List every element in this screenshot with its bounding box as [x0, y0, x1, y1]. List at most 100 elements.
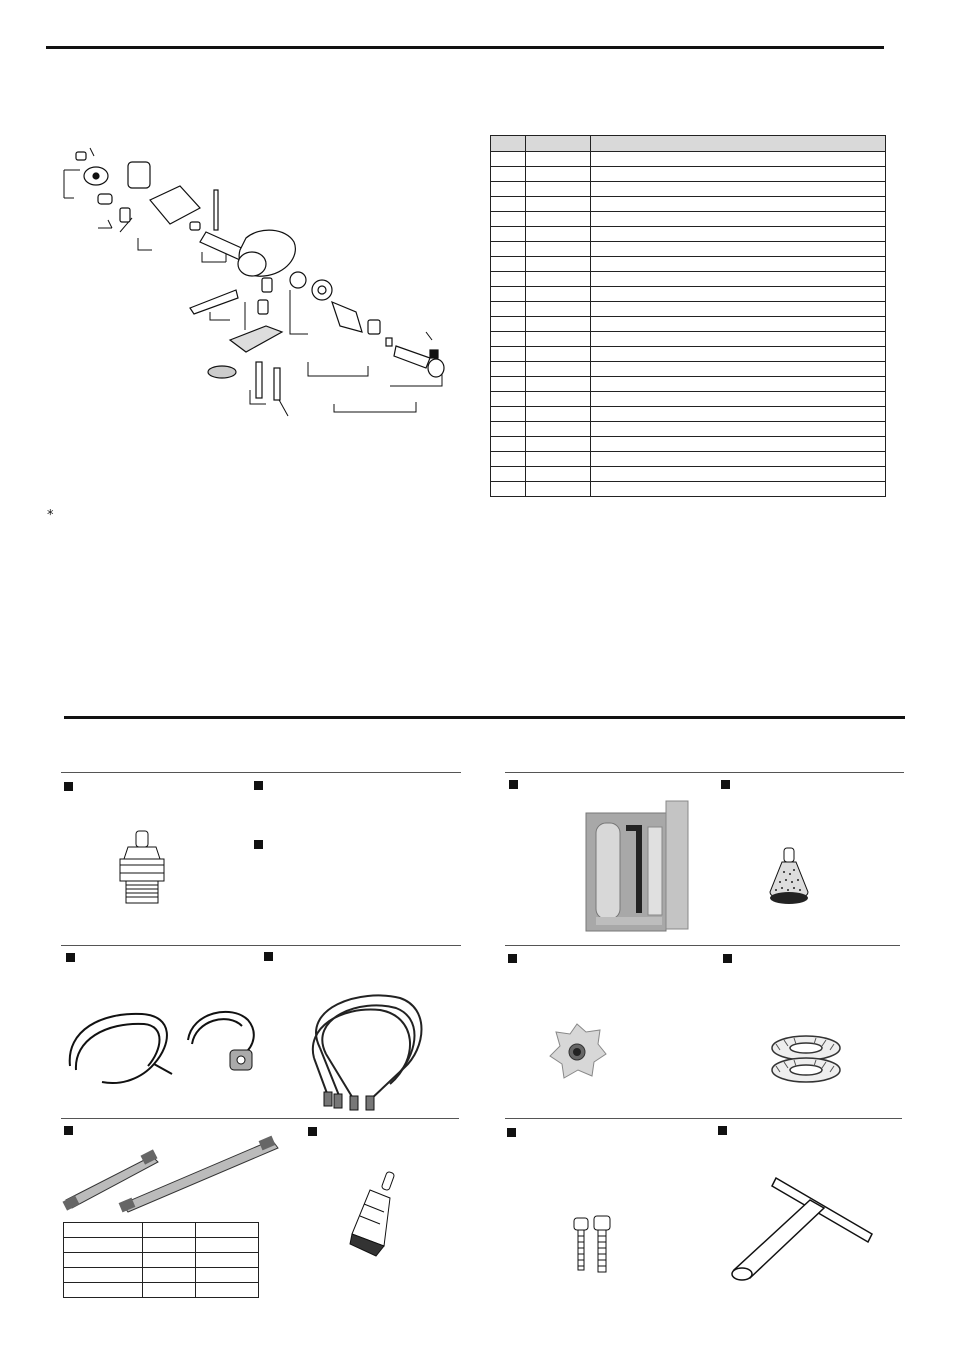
parts-table [490, 135, 886, 497]
table-row [490, 376, 886, 392]
table-row [490, 241, 886, 257]
table-row [63, 1237, 259, 1253]
table-cell [590, 135, 886, 152]
table-cell [525, 346, 591, 362]
wire-set-icon [311, 994, 423, 1111]
table-cell [142, 1222, 196, 1238]
table-cell [490, 241, 526, 257]
table-row [490, 151, 886, 167]
table-cell [525, 211, 591, 227]
table-cell [525, 286, 591, 302]
table-row [63, 1267, 259, 1283]
rod-icon [62, 1135, 279, 1213]
table-cell [490, 151, 526, 167]
table-cell [490, 451, 526, 467]
fuel-filter-icon [769, 847, 809, 904]
table-row [490, 271, 886, 287]
bullet-square [721, 780, 730, 789]
left-panel-rule-2 [61, 945, 461, 946]
table-cell [63, 1282, 143, 1298]
table-row [490, 286, 886, 302]
table-cell [590, 151, 886, 167]
table-cell [63, 1267, 143, 1283]
table-cell [590, 196, 886, 212]
table-cell [490, 196, 526, 212]
lock-washer-icon [771, 1035, 841, 1083]
clunk-icon [349, 1171, 395, 1257]
right-panel-rule-2 [505, 945, 900, 946]
bullet-square [264, 952, 273, 961]
table-cell [490, 361, 526, 377]
table-cell [490, 346, 526, 362]
table-cell [490, 316, 526, 332]
table-cell [490, 331, 526, 347]
table-cell [525, 271, 591, 287]
t-wrench-icon [731, 1176, 873, 1281]
table-cell [525, 241, 591, 257]
table-cell [590, 316, 886, 332]
table-cell [590, 256, 886, 272]
table-cell [590, 241, 886, 257]
table-cell [525, 376, 591, 392]
table-cell [590, 436, 886, 452]
table-row [490, 166, 886, 182]
table-cell [590, 376, 886, 392]
table-cell [63, 1237, 143, 1253]
left-panel-rule-1 [61, 772, 461, 773]
table-cell [590, 466, 886, 482]
tool-kit-icon [585, 800, 689, 932]
footnote-asterisk: * [47, 508, 54, 523]
table-row [490, 301, 886, 317]
table-row [63, 1282, 259, 1298]
table-cell [490, 286, 526, 302]
fuel-tube-icon [68, 1010, 255, 1084]
table-cell [590, 481, 886, 497]
bullet-square [64, 782, 73, 791]
table-cell [142, 1267, 196, 1283]
table-cell [590, 286, 886, 302]
table-cell [590, 421, 886, 437]
table-row [490, 421, 886, 437]
table-cell [590, 361, 886, 377]
bullet-square [718, 1126, 727, 1135]
rod-size-table [63, 1222, 259, 1298]
bullet-square [254, 781, 263, 790]
table-cell [525, 481, 591, 497]
table-cell [490, 481, 526, 497]
table-cell [63, 1252, 143, 1268]
table-row [490, 451, 886, 467]
left-panel-rule-3 [61, 1118, 459, 1119]
table-cell [525, 406, 591, 422]
table-cell [525, 151, 591, 167]
table-cell [525, 301, 591, 317]
table-row [490, 196, 886, 212]
table-cell [590, 271, 886, 287]
table-cell [490, 391, 526, 407]
table-cell [590, 226, 886, 242]
table-cell [195, 1237, 259, 1253]
bullet-square [64, 1126, 73, 1135]
table-cell [590, 181, 886, 197]
table-cell [525, 166, 591, 182]
table-cell [490, 181, 526, 197]
table-cell [525, 391, 591, 407]
bullet-square [66, 953, 75, 962]
table-cell [590, 211, 886, 227]
table-cell [525, 331, 591, 347]
glow-plug-icon [119, 830, 165, 904]
bullet-square [508, 954, 517, 963]
table-cell [490, 256, 526, 272]
right-panel-rule-3 [505, 1118, 902, 1119]
table-cell [525, 421, 591, 437]
table-cell [142, 1237, 196, 1253]
table-row [490, 226, 886, 242]
top-rule [46, 46, 884, 49]
table-row [63, 1252, 259, 1268]
table-cell [142, 1252, 196, 1268]
table-cell [490, 406, 526, 422]
table-cell [590, 451, 886, 467]
table-cell [590, 166, 886, 182]
table-row [490, 346, 886, 362]
bullet-square [308, 1127, 317, 1136]
table-cell [490, 135, 526, 152]
